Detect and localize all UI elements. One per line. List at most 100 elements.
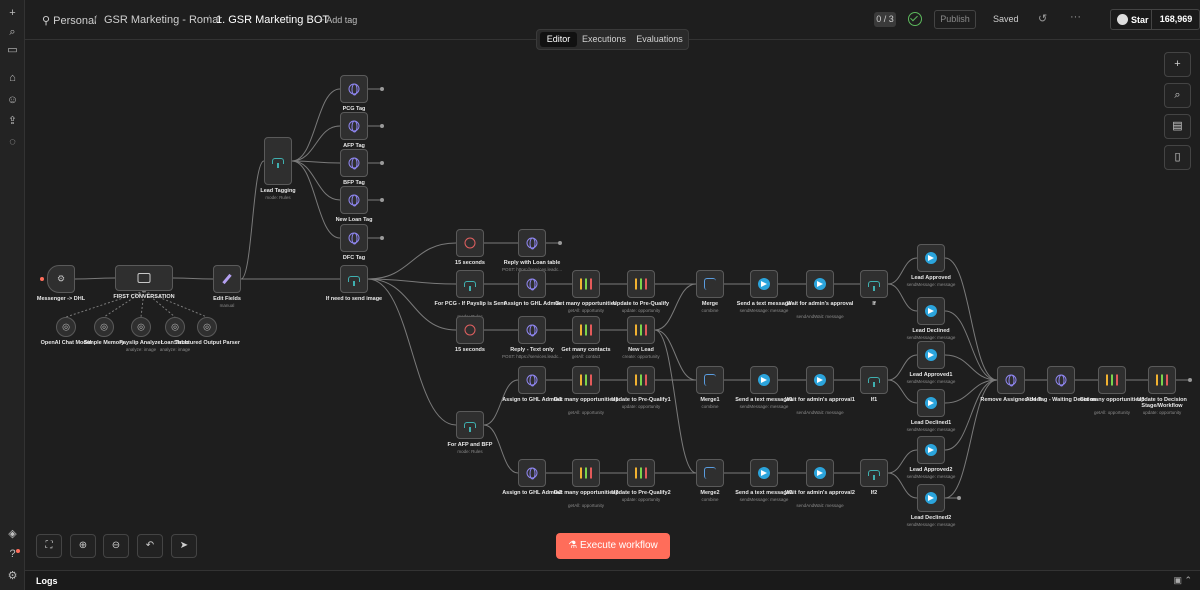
tab-evaluations[interactable]: Evaluations [636,34,683,44]
node-wait15b[interactable] [456,316,484,344]
node-bfptag[interactable] [340,149,368,177]
node-newloan[interactable] [340,186,368,214]
node-first[interactable] [115,265,173,291]
node-send2[interactable] [750,366,778,394]
node-assign2[interactable] [518,366,546,394]
node-update1[interactable] [627,270,655,298]
node-if2[interactable] [860,366,888,394]
node-send1[interactable] [750,270,778,298]
settings-icon[interactable]: ⚙ [7,570,18,582]
pointer-icon[interactable]: ➤ [171,534,197,558]
home-icon[interactable]: ⌂ [9,72,16,84]
node-memory[interactable]: ◎ [94,317,114,337]
search-icon[interactable]: ⌕ [9,26,16,38]
node-replytext[interactable] [518,316,546,344]
node-loantable[interactable]: ◎ [165,317,185,337]
tab-executions[interactable]: Executions [581,34,627,44]
node-forpcg[interactable] [456,270,484,298]
node-openai[interactable]: ◎ [56,317,76,337]
panel-toggle-icon[interactable]: ▭ [7,44,18,56]
output-handle[interactable] [380,87,384,91]
more-options-icon[interactable]: ··· [1070,11,1081,23]
node-ifneed[interactable] [340,265,368,293]
node-getopp2[interactable] [572,366,600,394]
node-updatedec[interactable] [1148,366,1176,394]
add-tag-button[interactable]: + Add tag [319,15,358,25]
node-getopp3[interactable] [572,459,600,487]
zoom-in-icon[interactable]: ⊕ [70,534,96,558]
share-icon[interactable]: ⇪ [7,115,18,127]
tab-editor[interactable]: Editor [540,32,577,47]
history-icon[interactable]: ↺ [1038,13,1048,25]
node-merge[interactable] [696,270,724,298]
node-leadtag[interactable] [264,137,292,185]
output-handle[interactable] [957,496,961,500]
logs-panel[interactable]: Logs ▣ ⌃ [25,570,1200,590]
github-star-button[interactable]: Star 168,969 [1110,9,1200,30]
node-afptag[interactable] [340,112,368,140]
logs-controls-icon[interactable]: ▣ ⌃ [1173,575,1192,585]
node-dfctag[interactable] [340,224,368,252]
node-getopp4[interactable] [1098,366,1126,394]
execute-workflow-button[interactable]: ⚗ Execute workflow [556,533,670,559]
node-merge1[interactable] [696,366,724,394]
node-waitadmin1[interactable] [806,270,834,298]
node-update3[interactable] [627,459,655,487]
output-handle[interactable] [380,236,384,240]
breadcrumb-project[interactable]: GSR Marketing - Romar [104,14,222,26]
node-replyloan[interactable] [518,229,546,257]
highlevel-icon [635,278,647,290]
node-removeuser[interactable] [997,366,1025,394]
output-handle[interactable] [380,161,384,165]
node-assign1[interactable] [518,270,546,298]
node-if1[interactable] [860,270,888,298]
node-getcontacts[interactable] [572,316,600,344]
node-declined1[interactable] [917,389,945,417]
add-node-button[interactable]: + [1164,52,1191,77]
active-check-icon[interactable] [908,12,922,26]
node-if3[interactable] [860,459,888,487]
node-payslip[interactable]: ◎ [131,317,151,337]
help-icon[interactable]: ? [5,547,20,562]
node-approved2[interactable] [917,436,945,464]
node-merge2[interactable] [696,459,724,487]
user-icon[interactable]: ☺ [6,94,19,106]
fit-view-icon[interactable]: ⛶ [36,534,62,558]
chat-icon[interactable]: ◌ [9,136,16,148]
node-declined[interactable] [917,297,945,325]
search-nodes-icon[interactable]: ⌕ [1164,83,1191,108]
undo-icon[interactable]: ↶ [137,534,163,558]
add-icon[interactable]: + [9,7,16,19]
output-handle[interactable] [380,198,384,202]
output-handle[interactable] [380,124,384,128]
output-handle[interactable] [1188,378,1192,382]
node-getopp1[interactable] [572,270,600,298]
node-newlead[interactable] [627,316,655,344]
node-assign3[interactable] [518,459,546,487]
node-waitadmin3[interactable] [806,459,834,487]
node-pcgtag[interactable] [340,75,368,103]
panel-icon[interactable]: ▯ [1164,145,1191,170]
workflow-title[interactable]: 1. GSR Marketing BOT [216,14,330,26]
node-send3[interactable] [750,459,778,487]
node-messenger[interactable]: ⚙ [47,265,75,293]
zoom-out-icon[interactable]: ⊖ [103,534,129,558]
node-waitadmin2[interactable] [806,366,834,394]
node-parser[interactable]: ◎ [197,317,217,337]
node-label: Lead Approved1 [909,372,953,378]
node-update2[interactable] [627,366,655,394]
node-approved[interactable] [917,244,945,272]
output-handle[interactable] [558,241,562,245]
node-editfields[interactable] [213,265,241,293]
node-label: PCG Tag [342,106,366,112]
node-addtag[interactable] [1047,366,1075,394]
node-declined2[interactable] [917,484,945,512]
sticky-note-icon[interactable]: ▤ [1164,114,1191,139]
breadcrumb-personal[interactable]: ⚲ Personal [42,15,97,27]
node-wait15a[interactable] [456,229,484,257]
templates-icon[interactable]: ◈ [8,528,17,540]
node-forafp[interactable] [456,411,484,439]
node-approved1[interactable] [917,341,945,369]
publish-button[interactable]: Publish [934,10,976,29]
